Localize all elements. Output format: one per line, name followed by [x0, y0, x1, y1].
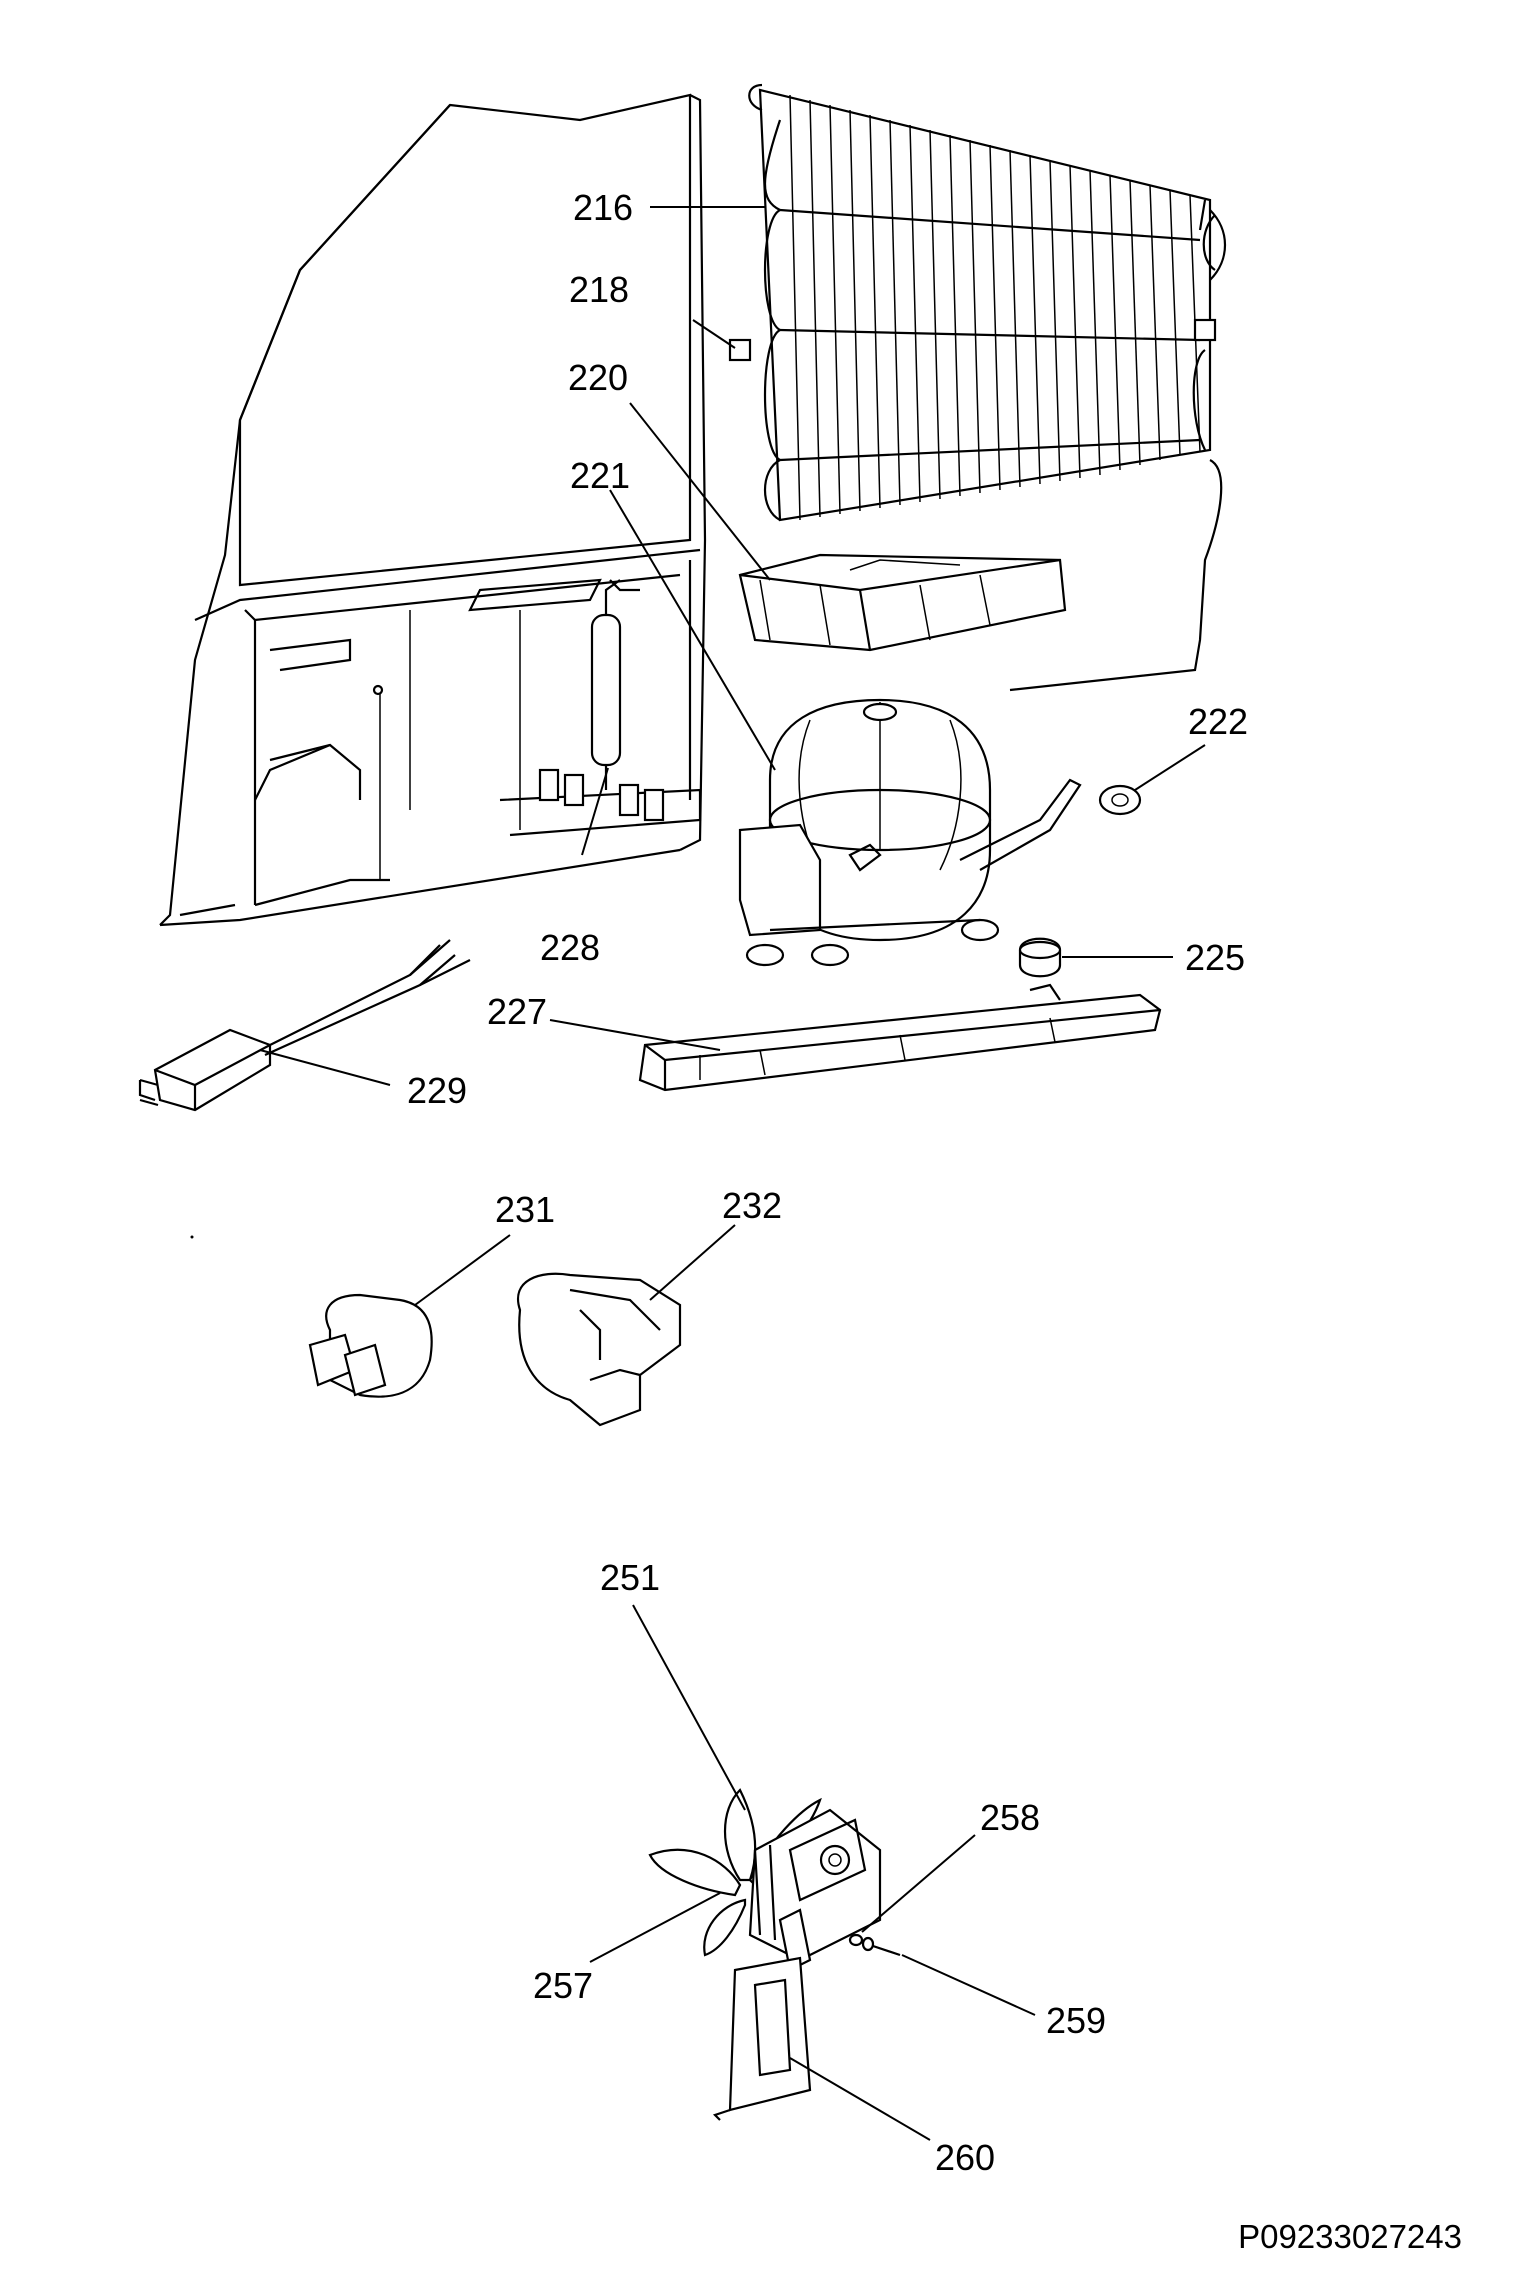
label-257: 257: [533, 1965, 593, 2006]
label-232: 232: [722, 1185, 782, 1226]
label-251: 251: [600, 1557, 660, 1598]
power-cord: [138, 939, 471, 1112]
label-220: 220: [568, 357, 628, 398]
screw: [861, 1936, 901, 1957]
label-218: 218: [569, 269, 629, 310]
fan-bracket: [712, 1956, 812, 2121]
fan-motor: [748, 1808, 882, 1972]
cabinet-body: [159, 93, 707, 927]
label-228: 228: [540, 927, 600, 968]
label-259: 259: [1046, 2000, 1106, 2041]
label-221: 221: [570, 455, 630, 496]
leader-lines: [259, 206, 1206, 2141]
label-227: 227: [487, 991, 547, 1032]
start-relay: [308, 1293, 433, 1398]
stray-dot: [190, 1235, 194, 1239]
reference-code: P09233027243: [1238, 2218, 1462, 2255]
label-222: 222: [1188, 701, 1248, 742]
compressor-base-plate: [638, 983, 1162, 1092]
label-231: 231: [495, 1189, 555, 1230]
relay-cover: [517, 1272, 682, 1427]
compressor-mount-pad: [1018, 937, 1062, 978]
label-260: 260: [935, 2137, 995, 2178]
compressor-grommet: [1098, 784, 1142, 816]
label-225: 225: [1185, 937, 1245, 978]
part-labels: 216 218 220 221 222 225 227 228 229 231 …: [407, 187, 1462, 2255]
condenser-coil: [728, 83, 1227, 692]
compressor: [738, 698, 1082, 967]
drain-pan: [738, 553, 1067, 652]
label-216: 216: [573, 187, 633, 228]
label-229: 229: [407, 1070, 467, 1111]
filter-drier: [590, 579, 622, 790]
screw-washer: [848, 1933, 864, 1947]
label-258: 258: [980, 1797, 1040, 1838]
